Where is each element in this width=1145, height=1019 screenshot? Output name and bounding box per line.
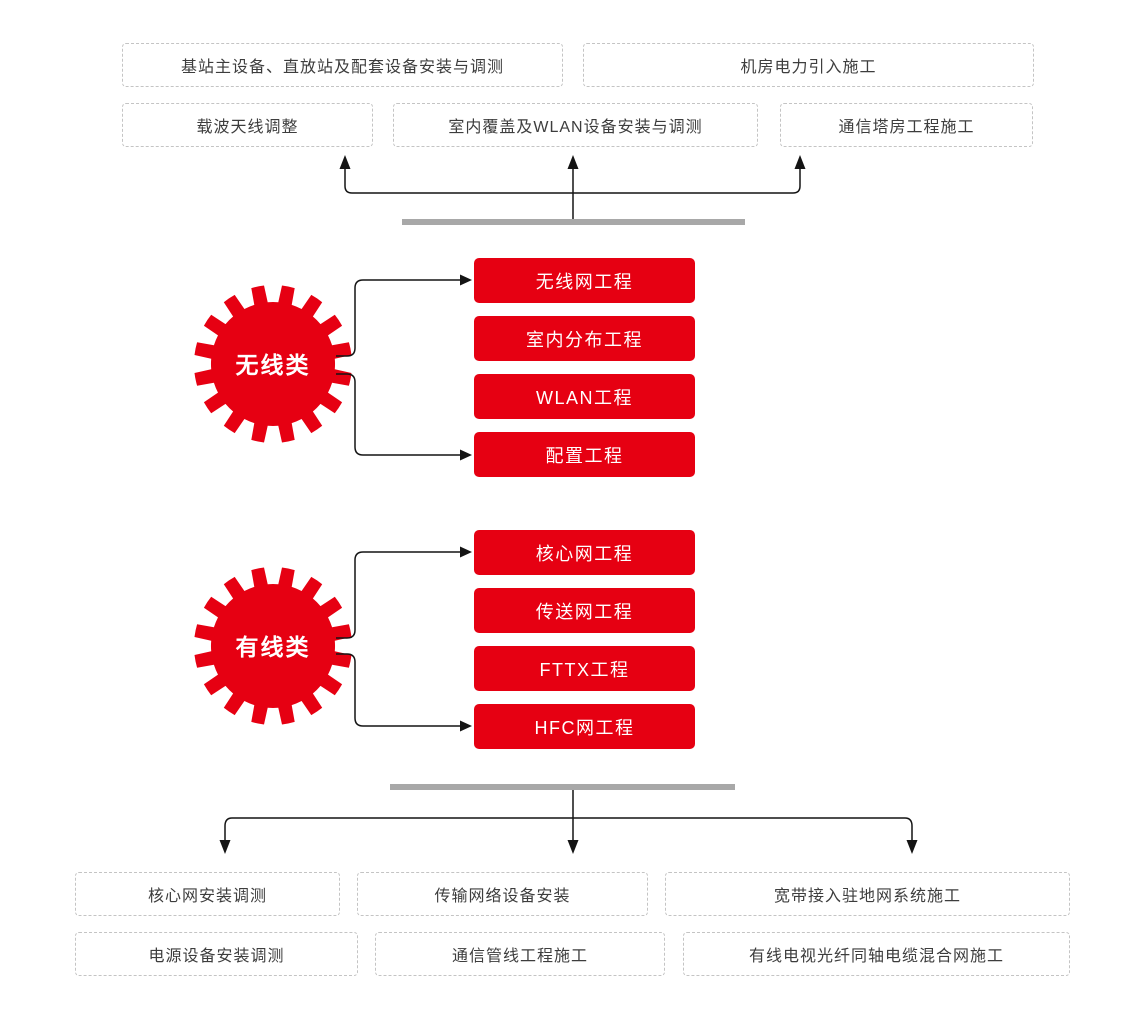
arrow-right-icon bbox=[460, 274, 472, 286]
arrow-down-icon bbox=[906, 840, 918, 854]
arrow-up-icon bbox=[339, 155, 351, 169]
arrow-up-icon bbox=[794, 155, 806, 169]
gear-label: 无线类 bbox=[236, 352, 311, 378]
task-box: 基站主设备、直放站及配套设备安装与调测 bbox=[122, 43, 563, 87]
arrow-down-icon bbox=[219, 840, 231, 854]
wireless-connector-top bbox=[336, 279, 460, 357]
task-box: 通信塔房工程施工 bbox=[780, 103, 1033, 147]
wireless-connector-bottom bbox=[336, 373, 460, 456]
arrow-right-icon bbox=[460, 449, 472, 461]
project-box: 传送网工程 bbox=[474, 588, 695, 633]
arrow-right-icon bbox=[460, 720, 472, 732]
task-box: 电源设备安装调测 bbox=[75, 932, 358, 976]
gear-icon-wired bbox=[194, 567, 352, 725]
project-box: 无线网工程 bbox=[474, 258, 695, 303]
arrow-up-icon bbox=[567, 155, 579, 169]
task-box: 宽带接入驻地网系统施工 bbox=[665, 872, 1070, 916]
task-box: 室内覆盖及WLAN设备安装与调测 bbox=[393, 103, 758, 147]
gear-label: 有线类 bbox=[236, 634, 311, 660]
gear-icon-wireless bbox=[194, 285, 352, 443]
wired-connector-bottom bbox=[336, 653, 460, 727]
bottom-bracket bbox=[224, 817, 913, 840]
task-box: 载波天线调整 bbox=[122, 103, 373, 147]
bottom-divider-bar bbox=[390, 784, 735, 790]
top-divider-bar bbox=[402, 219, 745, 225]
arrow-right-icon bbox=[460, 546, 472, 558]
project-box: 室内分布工程 bbox=[474, 316, 695, 361]
task-box: 通信管线工程施工 bbox=[375, 932, 665, 976]
project-box: HFC网工程 bbox=[474, 704, 695, 749]
task-box: 核心网安装调测 bbox=[75, 872, 340, 916]
project-box: 配置工程 bbox=[474, 432, 695, 477]
task-box: 传输网络设备安装 bbox=[357, 872, 648, 916]
project-box: WLAN工程 bbox=[474, 374, 695, 419]
task-box: 机房电力引入施工 bbox=[583, 43, 1034, 87]
arrow-down-icon bbox=[567, 840, 579, 854]
task-box: 有线电视光纤同轴电缆混合网施工 bbox=[683, 932, 1070, 976]
project-box: FTTX工程 bbox=[474, 646, 695, 691]
top-bracket bbox=[344, 169, 801, 194]
project-box: 核心网工程 bbox=[474, 530, 695, 575]
wired-connector-top bbox=[336, 551, 460, 639]
